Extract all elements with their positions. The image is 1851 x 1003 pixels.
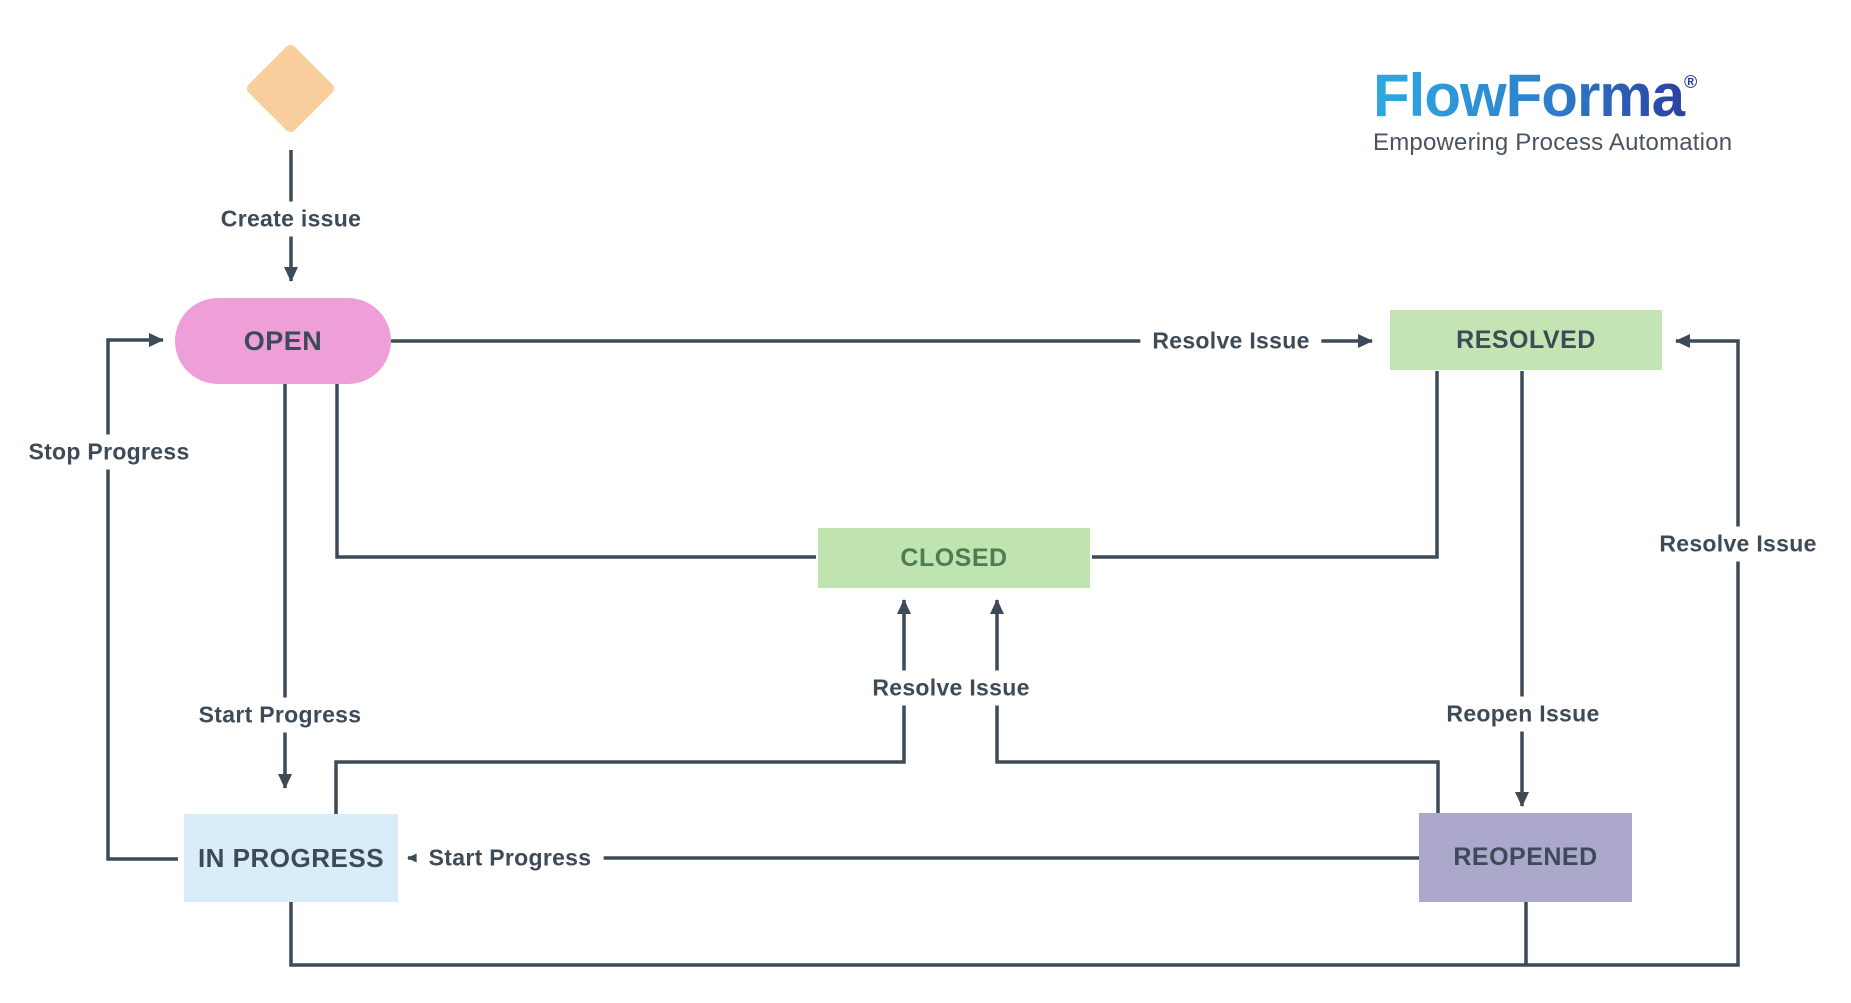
edge-closed-to-resolved: [1092, 371, 1439, 559]
edge-open-to-closed: [335, 384, 816, 559]
node-resolved-label: RESOLVED: [1456, 325, 1596, 354]
node-reopened: REOPENED: [1419, 813, 1632, 902]
edge-label-reopen-issue: Reopen Issue: [1434, 696, 1612, 732]
edge-inprogress-to-closed: [334, 599, 911, 814]
edge-label-create-issue: Create issue: [208, 201, 374, 237]
node-closed: CLOSED: [818, 528, 1090, 588]
edge-label-start-progress-middle: Start Progress: [416, 840, 604, 876]
edge-label-start-progress-left: Start Progress: [186, 697, 374, 733]
node-open-label: OPEN: [243, 325, 323, 356]
edge-label-stop-progress: Stop Progress: [16, 434, 202, 470]
edge-resolve-issue-right: [289, 334, 1740, 967]
edge-label-resolve-issue-middle: Resolve Issue: [860, 670, 1042, 706]
node-reopened-label: REOPENED: [1453, 843, 1598, 871]
node-resolved: RESOLVED: [1390, 310, 1662, 370]
logo-registered-mark: ®: [1684, 72, 1698, 92]
node-closed-label: CLOSED: [900, 543, 1008, 572]
logo-brand-text: FlowForma: [1373, 62, 1685, 129]
node-open: OPEN: [175, 298, 391, 384]
edge-reopened-to-closed: [990, 599, 1440, 813]
edge-label-resolve-issue-right: Resolve Issue: [1647, 526, 1829, 562]
edge-stop-progress: [106, 333, 178, 861]
edge-label-resolve-issue-top: Resolve Issue: [1140, 323, 1322, 359]
node-in-progress: IN PROGRESS: [184, 814, 398, 902]
node-in-progress-label: IN PROGRESS: [197, 842, 385, 873]
logo-tagline: Empowering Process Automation: [1373, 129, 1733, 156]
flowforma-logo: FlowForma® Empowering Process Automation: [1373, 64, 1733, 157]
